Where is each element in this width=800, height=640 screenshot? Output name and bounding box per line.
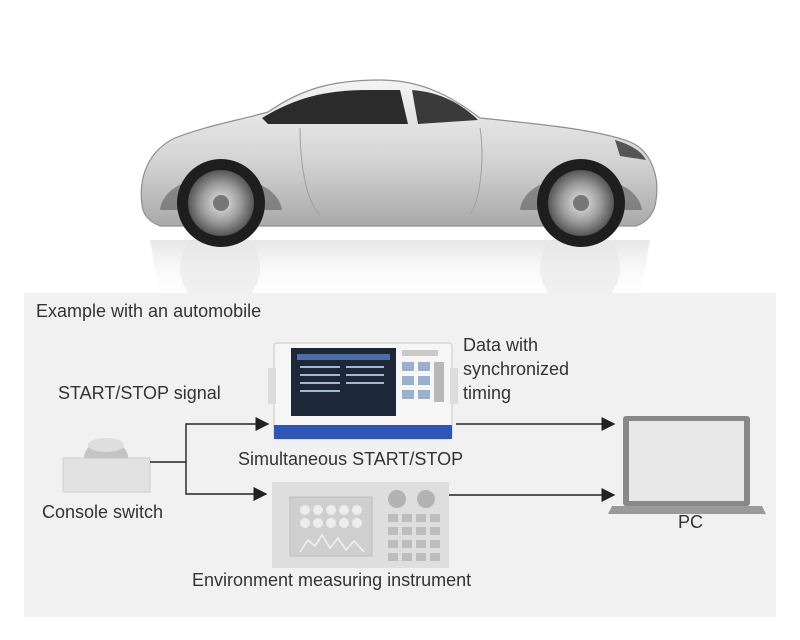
console-switch-icon: [62, 438, 151, 493]
pc-laptop-icon: [608, 416, 766, 514]
car-window: [412, 90, 478, 124]
arrow-to-power-analyzer: [185, 417, 270, 462]
data-sync-label-1: Data with: [463, 335, 539, 355]
car-front-wheel: [177, 159, 265, 247]
data-sync-label-3: timing: [463, 383, 512, 403]
car-window: [262, 90, 408, 124]
signal-arrows: [150, 417, 616, 502]
data-sync-label-2: synchronized: [463, 359, 570, 379]
car-rear-wheel: [537, 159, 625, 247]
start-stop-signal-label: START/STOP signal: [58, 383, 221, 403]
car-illustration: [140, 79, 658, 300]
arrow-to-environment-instrument: [185, 462, 268, 501]
section-title: Example with an automobile: [36, 301, 262, 321]
environment-instrument-icon: [272, 482, 449, 568]
power-analyzer-icon: [268, 342, 458, 440]
console-switch-label: Console switch: [42, 502, 164, 522]
pc-label: PC: [678, 512, 704, 532]
simultaneous-label: Simultaneous START/STOP: [238, 449, 464, 469]
environment-instrument-label: Environment measuring instrument: [192, 570, 472, 590]
